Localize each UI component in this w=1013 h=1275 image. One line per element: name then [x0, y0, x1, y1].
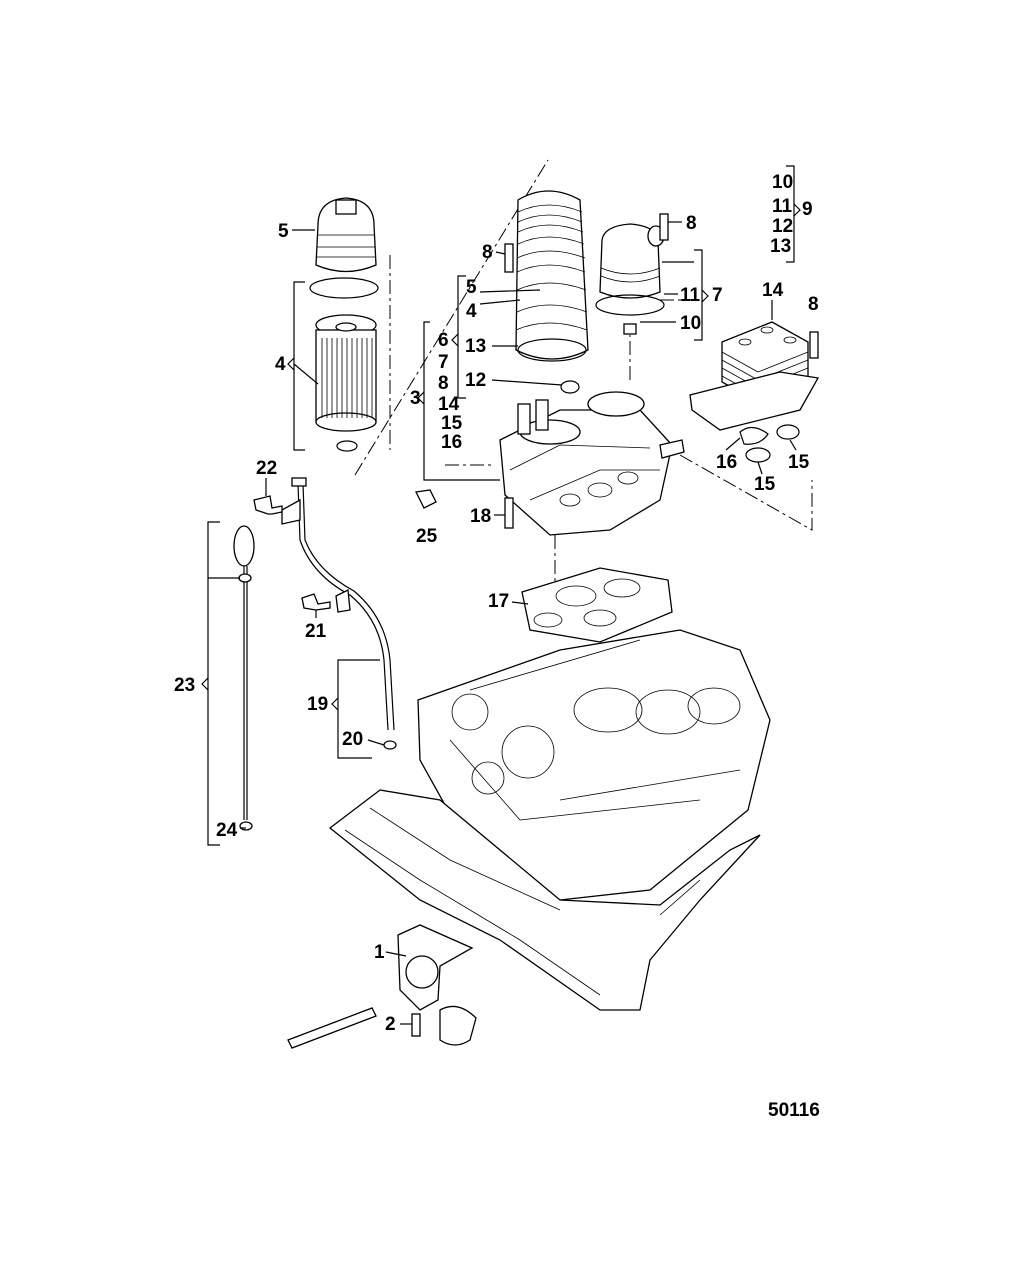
oil-pump [287, 924, 477, 1049]
callout-15-seal: 15 [754, 474, 776, 495]
callout-11-key: 11 [772, 196, 793, 217]
filter-adapter-body [499, 391, 685, 536]
callout-2: 2 [385, 1014, 396, 1035]
callout-12-key: 12 [772, 216, 793, 237]
callout-10-key: 10 [772, 172, 793, 193]
pump-bolt [411, 1013, 421, 1037]
bolt-21 [301, 593, 331, 611]
callout-19: 19 [307, 694, 328, 715]
filter-element-seal [336, 440, 358, 452]
dipstick-tube [281, 477, 395, 731]
callout-25: 25 [416, 526, 438, 547]
bolt-8-cooler [809, 331, 819, 359]
callout-16-list: 16 [441, 432, 462, 453]
callout-10-separator: 10 [680, 313, 701, 334]
bolt-22 [253, 495, 283, 515]
callout-8-list: 8 [438, 373, 449, 394]
callout-9: 9 [802, 199, 813, 220]
callout-12-housing: 12 [465, 370, 486, 391]
callout-17: 17 [488, 591, 509, 612]
oil-pan [328, 789, 761, 1011]
housing-seal [517, 338, 587, 362]
callout-20: 20 [342, 729, 363, 750]
callout-15-list: 15 [441, 413, 463, 434]
dipstick [233, 525, 255, 831]
callout-11-separator: 11 [680, 285, 701, 306]
leader-lines [201, 165, 801, 1025]
plug-25 [415, 489, 437, 509]
callout-7-list: 7 [438, 352, 449, 373]
callout-15-cooler: 15 [788, 452, 810, 473]
callout-13-housing: 13 [465, 336, 486, 357]
oil-filter-cap [315, 197, 377, 273]
callout-8-housing: 8 [482, 242, 493, 263]
callout-8-separator: 8 [686, 213, 697, 234]
bolt-18 [504, 497, 514, 529]
adapter-gasket [521, 567, 673, 643]
cooler-gasket-16 [739, 426, 769, 445]
callout-18: 18 [470, 506, 491, 527]
oil-filter-element [315, 314, 377, 432]
callout-5-cap: 5 [278, 221, 289, 242]
tube-seal [383, 740, 397, 750]
bolt-8-housing [504, 243, 514, 273]
callout-4-housing: 4 [466, 301, 477, 322]
callout-14-cooler: 14 [762, 280, 784, 301]
filter-housing [515, 190, 589, 360]
callout-8-cooler: 8 [808, 294, 819, 315]
housing-small-seal [560, 380, 580, 394]
callout-23: 23 [174, 675, 195, 696]
callout-13-key: 13 [770, 236, 791, 257]
callout-16-cooler: 16 [716, 452, 737, 473]
callout-14-list: 14 [438, 394, 460, 415]
callout-4-filter: 4 [275, 354, 286, 375]
separator-seal [595, 294, 665, 316]
filter-cap-seal [309, 277, 379, 299]
callout-3: 3 [410, 388, 421, 409]
oil-separator [599, 223, 665, 299]
bolt-8-separator [659, 213, 669, 241]
cooler-seal-15b [745, 447, 771, 463]
callout-5-housing: 5 [466, 277, 477, 298]
callout-6: 6 [438, 330, 449, 351]
callout-24: 24 [216, 820, 238, 841]
callout-1: 1 [374, 942, 385, 963]
cooler-gasket [689, 371, 820, 431]
callout-21: 21 [305, 621, 327, 642]
engine-block [417, 629, 771, 901]
cooler-seal-15 [776, 424, 800, 440]
separator-plug [623, 323, 637, 335]
callout-labels: 5 4 22 21 23 24 19 20 3 6 7 8 14 15 16 5… [174, 172, 820, 1121]
callout-22: 22 [256, 458, 277, 479]
callout-7-separator: 7 [712, 285, 723, 306]
reference-number: 50116 [768, 1100, 820, 1121]
